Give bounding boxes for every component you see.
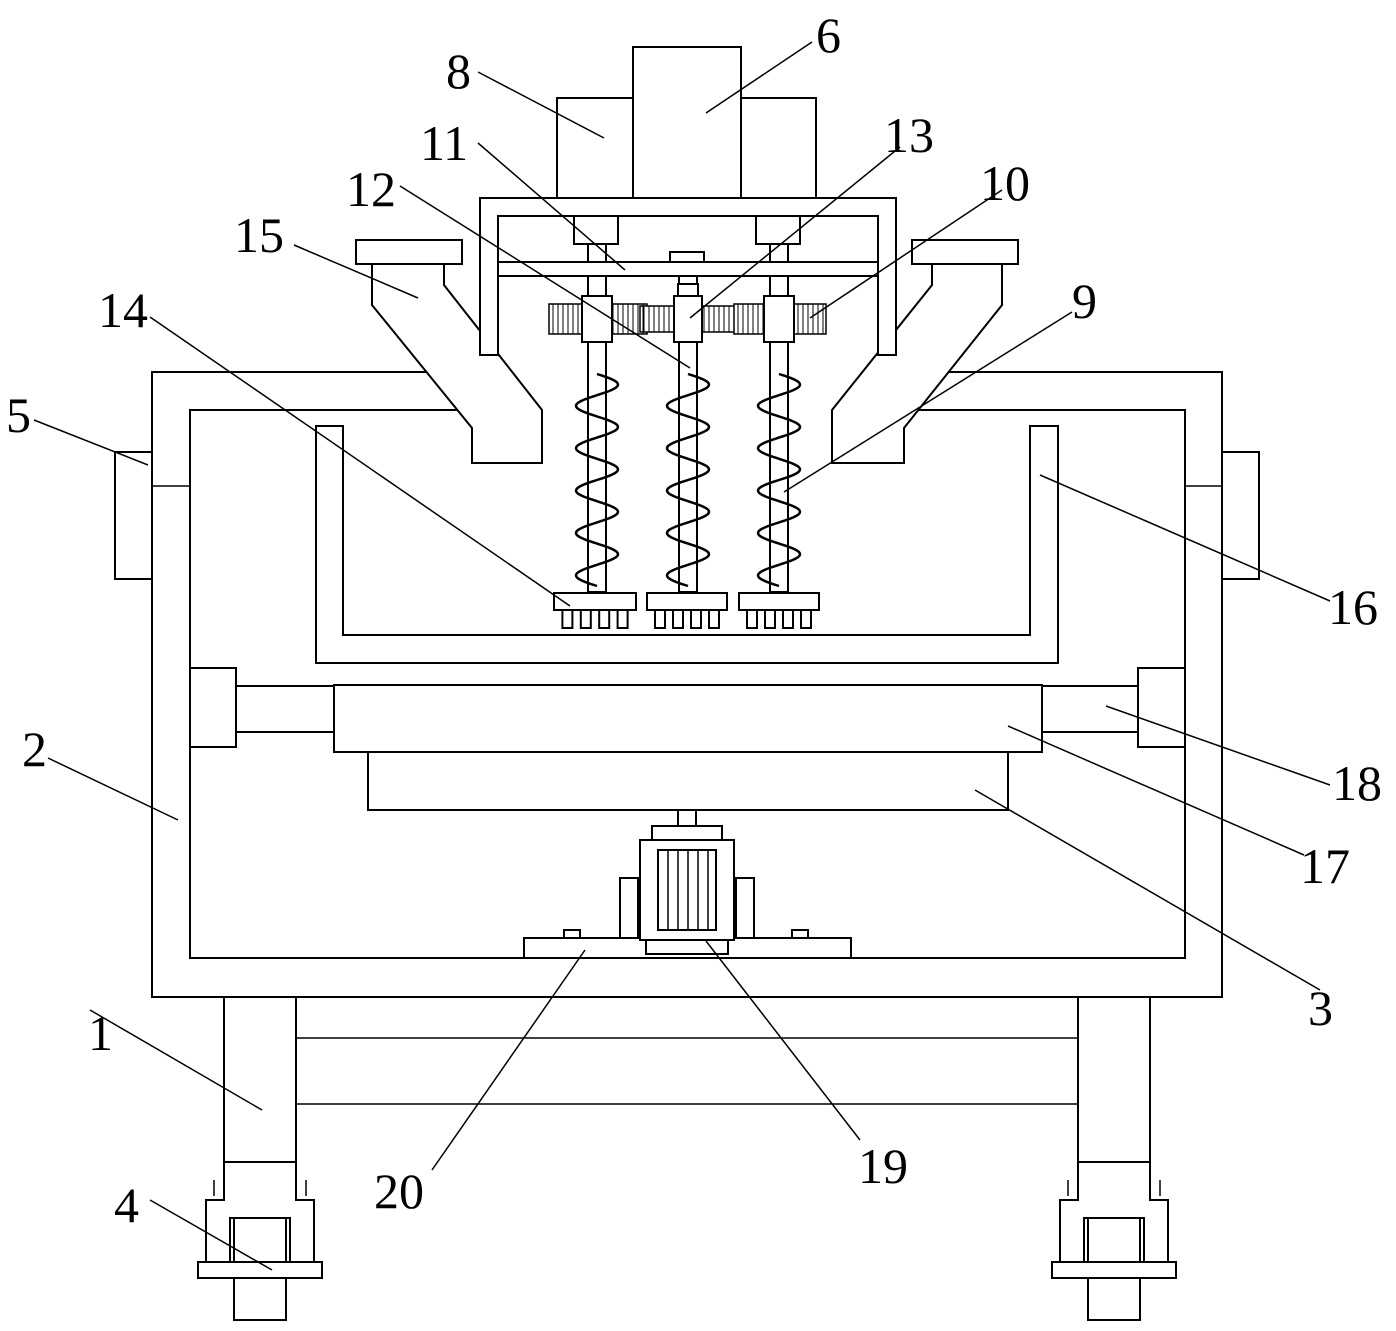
feed-hoppers [355, 239, 1019, 464]
callout-20: 20 [374, 1163, 424, 1219]
callout-19: 19 [858, 1138, 908, 1194]
left-caster-wheel [197, 1161, 323, 1321]
stirring-shafts [587, 275, 789, 593]
callout-10: 10 [980, 155, 1030, 211]
callout-14: 14 [98, 282, 148, 338]
callout-8: 8 [446, 43, 471, 99]
support-plate [367, 751, 1009, 811]
brush-heads [553, 592, 820, 629]
callout-4: 4 [114, 1177, 139, 1233]
callout-3: 3 [1308, 980, 1333, 1036]
callout-12: 12 [346, 161, 396, 217]
callout-6: 6 [816, 7, 841, 63]
callout-2: 2 [22, 721, 47, 777]
shaft-bearings [573, 215, 801, 263]
cart-base-frame [223, 996, 1151, 1163]
right-caster-wheel [1051, 1161, 1177, 1321]
push-cylinders [189, 667, 1186, 748]
callout-9: 9 [1072, 273, 1097, 329]
callout-1: 1 [88, 1005, 113, 1061]
lift-cylinder [639, 809, 735, 955]
callout-15: 15 [234, 207, 284, 263]
callout-16: 16 [1328, 579, 1378, 635]
slide-bar [333, 684, 1043, 753]
callout-18: 18 [1332, 755, 1382, 811]
leader-lines [33, 41, 1331, 1271]
callout-13: 13 [884, 107, 934, 163]
inner-container [315, 425, 1059, 664]
callout-labels: 1 2 3 4 5 6 8 9 10 11 12 13 14 15 16 18 … [6, 7, 1382, 1233]
motor-assembly [556, 46, 817, 199]
callout-17: 17 [1300, 838, 1350, 894]
callout-11: 11 [420, 115, 468, 171]
spiral-blades [574, 372, 802, 588]
callout-5: 5 [6, 387, 31, 443]
